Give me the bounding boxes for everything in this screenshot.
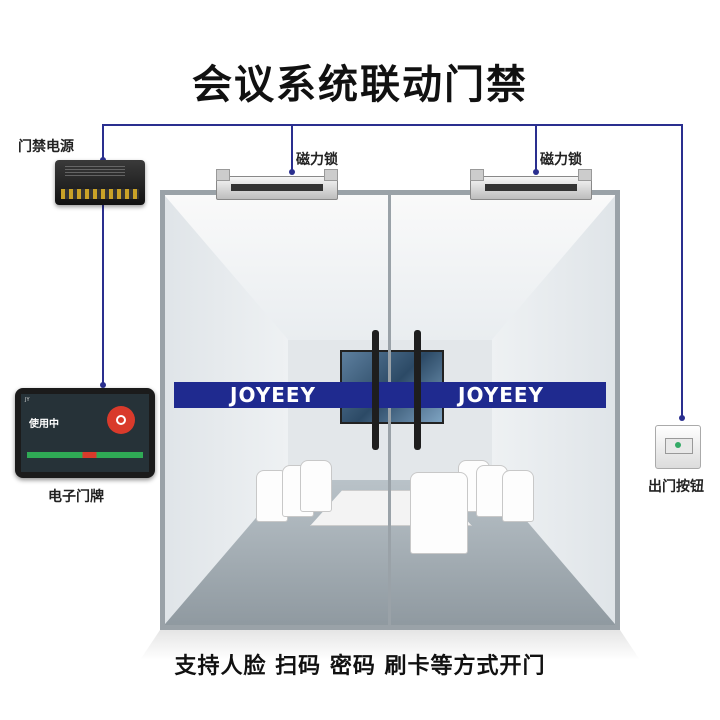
maglock-bracket (216, 169, 230, 181)
door-sign-label: 电子门牌 (48, 489, 104, 505)
caption: 支持人脸 扫码 密码 刷卡等方式开门 (174, 654, 546, 679)
exit-button-face[interactable] (665, 438, 693, 454)
maglock-bracket (324, 169, 338, 181)
junction-lock-right (533, 169, 539, 175)
door-frame-left (160, 190, 165, 630)
glass-door: JOYEEY JOYEEY (160, 190, 620, 630)
psu-print (65, 166, 125, 178)
door-sign-header: JY (25, 397, 30, 403)
exit-button-label: 出门按钮 (648, 479, 704, 495)
door-handle-left[interactable] (372, 330, 379, 450)
door-sign-screen: JY 使用中 (21, 394, 149, 472)
door-frame-bottom (160, 625, 620, 630)
door-frame-right (615, 190, 620, 630)
chair-icon (300, 460, 332, 512)
wire-main (102, 124, 683, 418)
maglock-bracket (470, 169, 484, 181)
door-center-seam (388, 190, 391, 630)
electronic-door-sign[interactable]: JY 使用中 (15, 388, 155, 478)
chair-icon (410, 472, 468, 554)
maglock-plate (231, 184, 323, 191)
door-handle-right[interactable] (414, 330, 421, 450)
lock-right-label: 磁力锁 (540, 152, 582, 168)
junction-door-sign (100, 382, 106, 388)
maglock-plate (485, 184, 577, 191)
brand-left: JOYEEY (230, 383, 317, 407)
maglock-bracket (578, 169, 592, 181)
door-frame-top (160, 190, 620, 195)
junction-exit-button (679, 415, 685, 421)
chair-icon (502, 470, 534, 522)
door-sign-status: 使用中 (29, 419, 59, 430)
lock-left-label: 磁力锁 (296, 152, 338, 168)
diagram-title: 会议系统联动门禁 (192, 62, 528, 108)
power-icon[interactable] (107, 406, 135, 434)
brand-band (174, 382, 606, 408)
exit-button-device[interactable] (655, 425, 701, 469)
maglock-left (216, 169, 338, 200)
maglock-right (470, 169, 592, 200)
brand-right: JOYEEY (458, 383, 545, 407)
power-supply-label: 门禁电源 (18, 139, 74, 155)
psu-terminal-strip (61, 189, 139, 199)
junction-lock-left (289, 169, 295, 175)
power-supply-device (55, 160, 145, 205)
floor-shadow (140, 630, 640, 660)
schedule-bar (27, 452, 143, 458)
